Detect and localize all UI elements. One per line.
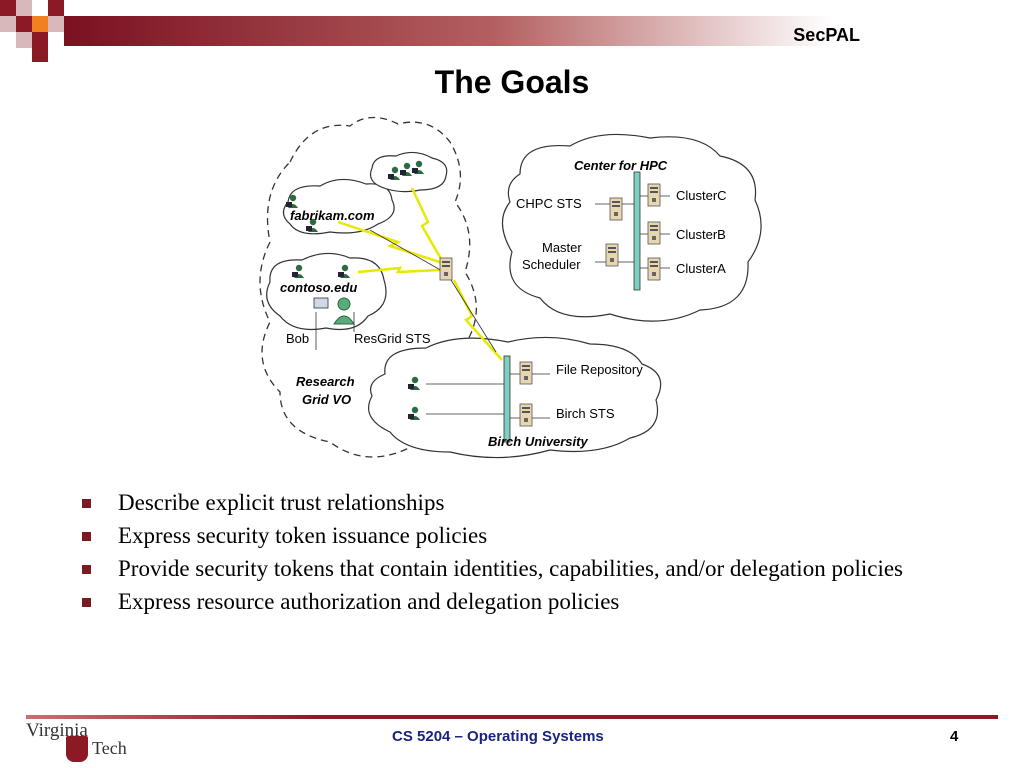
header-label: SecPAL — [793, 25, 860, 45]
clusterc-label: ClusterC — [676, 188, 727, 203]
contoso-label: contoso.edu — [280, 280, 357, 295]
master-label-1: Master — [542, 240, 582, 255]
goal-list: Describe explicit trust relationships Ex… — [78, 490, 978, 622]
clusterc-server — [647, 183, 661, 207]
list-item: Express security token issuance policies — [78, 523, 978, 549]
bob-label: Bob — [286, 331, 309, 346]
group-cloud — [369, 151, 448, 193]
master-label-2: Scheduler — [522, 257, 581, 272]
header-band — [0, 0, 1024, 62]
trust-diagram: fabrikam.com contoso.edu Bob ResGrid STS… — [259, 116, 762, 459]
file-repository-label: File Repository — [556, 362, 643, 377]
research-vo-label-1: Research — [296, 374, 355, 389]
course-label: CS 5204 – Operating Systems — [392, 728, 604, 745]
bob-computer-icon — [313, 297, 329, 309]
list-item: Describe explicit trust relationships — [78, 490, 978, 516]
birch-university-label: Birch University — [488, 434, 588, 449]
bolt-birch — [452, 279, 503, 361]
logo-text-bottom: Tech — [92, 738, 127, 758]
center-hpc-label: Center for HPC — [574, 158, 668, 173]
clusterb-server — [647, 221, 661, 245]
page-number: 4 — [950, 728, 959, 745]
bullet-text: Express resource authorization and deleg… — [118, 589, 620, 614]
slide-title: The Goals — [434, 64, 590, 100]
birch-sts-label: Birch STS — [556, 406, 615, 421]
bullet-text: Provide security tokens that contain ide… — [118, 556, 903, 581]
fabrikam-label: fabrikam.com — [290, 208, 375, 223]
file-repository-server — [519, 361, 533, 385]
logo-text-top: Virginia — [26, 720, 88, 741]
resgrid-sts-server — [439, 257, 453, 281]
research-vo-label-2: Grid VO — [302, 392, 351, 407]
clustera-server — [647, 257, 661, 281]
bullet-square-icon — [82, 499, 91, 508]
bolt-group — [410, 187, 446, 265]
resgrid-sts-label: ResGrid STS — [354, 331, 431, 346]
bullet-text: Express security token issuance policies — [118, 523, 488, 548]
bolt-contoso — [357, 266, 441, 274]
fabrikam-cloud — [282, 178, 395, 235]
birch-sts-server — [519, 403, 533, 427]
virginia-tech-logo: Virginia Tech — [24, 718, 136, 766]
chpc-sts-server — [609, 197, 623, 221]
clusterb-label: ClusterB — [676, 227, 726, 242]
footer-rule — [26, 715, 998, 719]
birch-cloud — [368, 336, 662, 459]
hpc-cloud — [501, 133, 762, 322]
bullet-square-icon — [82, 598, 91, 607]
birch-network-rail — [503, 355, 511, 443]
bullet-text: Describe explicit trust relationships — [118, 490, 445, 515]
chpc-sts-label: CHPC STS — [516, 196, 582, 211]
clustera-label: ClusterA — [676, 261, 726, 276]
list-item: Provide security tokens that contain ide… — [78, 556, 978, 582]
master-scheduler-server — [605, 243, 619, 267]
list-item: Express resource authorization and deleg… — [78, 589, 978, 615]
bullet-square-icon — [82, 565, 91, 574]
logo-crest-icon — [66, 736, 88, 762]
hpc-network-rail — [633, 171, 641, 291]
bullet-square-icon — [82, 532, 91, 541]
